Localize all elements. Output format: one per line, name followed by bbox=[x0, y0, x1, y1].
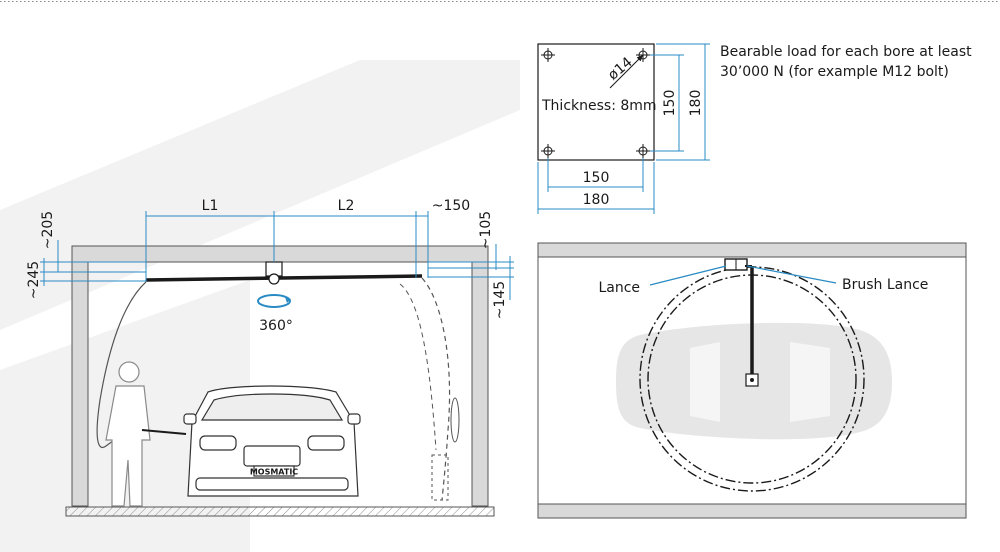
rotation-arrow bbox=[257, 294, 291, 308]
right-bottom-offset-label: ~145 bbox=[492, 281, 508, 319]
mount-plate-drawing: ø14 Thickness: 8mm 150 180 150 180 Beara… bbox=[537, 43, 972, 214]
l1-label: L1 bbox=[202, 198, 219, 214]
end-offset-label: ~150 bbox=[432, 198, 470, 214]
l2-label: L2 bbox=[338, 198, 355, 214]
side-view-dimensions bbox=[40, 211, 514, 300]
garage-ceiling bbox=[71, 245, 489, 263]
garage-floor bbox=[65, 506, 495, 517]
car-front-view: MOSMATIC bbox=[183, 385, 361, 497]
top-view-wall-bottom bbox=[537, 503, 967, 519]
person-figure bbox=[105, 361, 187, 507]
outer-height-label: 180 bbox=[688, 90, 704, 117]
lance-label: Lance bbox=[598, 280, 640, 296]
side-view-drawing: 360° MOSMATIC bbox=[26, 198, 514, 517]
top-view-drawing: Lance Brush Lance bbox=[537, 242, 967, 519]
brush-lance-label: Brush Lance bbox=[842, 277, 928, 293]
load-note-line2: 30’000 N (for example M12 bolt) bbox=[720, 64, 949, 80]
right-top-offset-label: ~105 bbox=[478, 211, 494, 249]
plate-thickness-label: Thickness: 8mm bbox=[541, 98, 657, 114]
boom-arm bbox=[145, 274, 423, 282]
garage-left-wall bbox=[71, 261, 89, 507]
garage-right-wall bbox=[471, 261, 489, 507]
car-plate bbox=[253, 465, 295, 477]
top-view-wall-top bbox=[537, 242, 967, 258]
inner-width-label: 150 bbox=[583, 170, 610, 186]
brush-lance-hose-dashed bbox=[421, 277, 451, 501]
svg-text:MOSMATIC: MOSMATIC bbox=[250, 468, 298, 477]
left-top-offset-label: ~205 bbox=[40, 211, 56, 249]
outer-width-label: 180 bbox=[583, 192, 610, 208]
load-note-line1: Bearable load for each bore at least bbox=[720, 44, 972, 60]
left-bottom-offset-label: ~245 bbox=[26, 261, 42, 299]
rotation-label: 360° bbox=[259, 318, 293, 334]
inner-height-label: 150 bbox=[662, 90, 678, 117]
